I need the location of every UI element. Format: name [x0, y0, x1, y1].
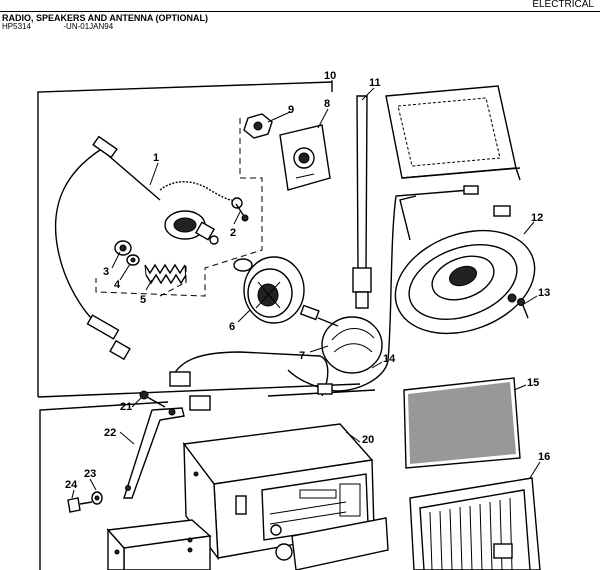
callout-labels: 1 2 3 4 5 6 7 8 9 10 11 12 13 14 15 16 2…	[65, 70, 550, 491]
callout-14: 14	[383, 353, 396, 365]
callout-15: 15	[527, 377, 539, 389]
callout-16: 16	[538, 451, 550, 463]
speaker-connector	[463, 185, 479, 195]
callout-10: 10	[324, 70, 336, 82]
callout-2: 2	[230, 227, 236, 239]
spring-5	[144, 263, 187, 285]
nut-3	[114, 240, 132, 256]
washer-23	[91, 491, 103, 505]
callout-4: 4	[114, 279, 121, 291]
speaker-connector-2	[493, 205, 511, 217]
washer-4	[126, 254, 140, 266]
power-box	[106, 519, 212, 570]
antenna-lead-connector	[86, 135, 131, 361]
harness-connectors	[169, 371, 333, 411]
bolt-21	[139, 390, 166, 408]
speaker-pod-6	[233, 256, 320, 324]
section-label: ELECTRICAL	[532, 0, 594, 10]
wiring-harness-14	[169, 351, 329, 397]
callout-8: 8	[324, 98, 330, 110]
screw-2	[235, 203, 249, 222]
antenna-mount-dashed-outline	[95, 118, 263, 297]
ground-strap	[159, 181, 233, 201]
figure-code: HP5314 -UN-01JAN94	[2, 22, 113, 31]
trim-panel-16	[409, 477, 541, 570]
page-title: RADIO, SPEAKERS AND ANTENNA (OPTIONAL)	[2, 13, 209, 23]
callout-22: 22	[104, 427, 116, 439]
callout-11: 11	[369, 77, 381, 89]
antenna-cable	[54, 149, 101, 327]
nut-9	[243, 113, 273, 139]
speaker-wire	[287, 189, 471, 392]
ring-terminal	[231, 197, 243, 209]
speaker-gasket	[385, 85, 521, 181]
callout-3: 3	[103, 266, 109, 278]
antenna-mast-11	[352, 95, 372, 309]
bracket-22	[123, 407, 185, 499]
header-rule	[0, 11, 600, 12]
screw-13	[517, 298, 529, 319]
callout-1: 1	[153, 152, 159, 164]
figure-date-code: -UN-01JAN94	[63, 22, 114, 31]
leader-lines	[71, 80, 541, 499]
figure-ref-code: HP5314	[2, 22, 31, 31]
callout-6: 6	[229, 321, 235, 333]
radio-faceplate	[275, 517, 389, 570]
callout-5: 5	[140, 294, 146, 306]
callout-12: 12	[531, 212, 543, 224]
assembly-frame-lower-edge	[37, 383, 361, 398]
callout-13: 13	[538, 287, 550, 299]
speaker-grille-7	[317, 316, 383, 374]
callout-24: 24	[65, 479, 78, 491]
speaker-12	[394, 195, 536, 335]
assembly-frame-lower	[39, 401, 169, 570]
callout-9: 9	[288, 104, 294, 116]
antenna-base	[164, 210, 219, 245]
foam-pad-15	[403, 377, 521, 469]
callout-23: 23	[84, 468, 96, 480]
callout-20: 20	[362, 434, 374, 446]
bolt-24	[67, 497, 93, 513]
callout-7: 7	[299, 350, 305, 362]
antenna-lead	[101, 149, 161, 201]
callout-21: 21	[120, 401, 132, 413]
bracket-8	[279, 124, 331, 191]
